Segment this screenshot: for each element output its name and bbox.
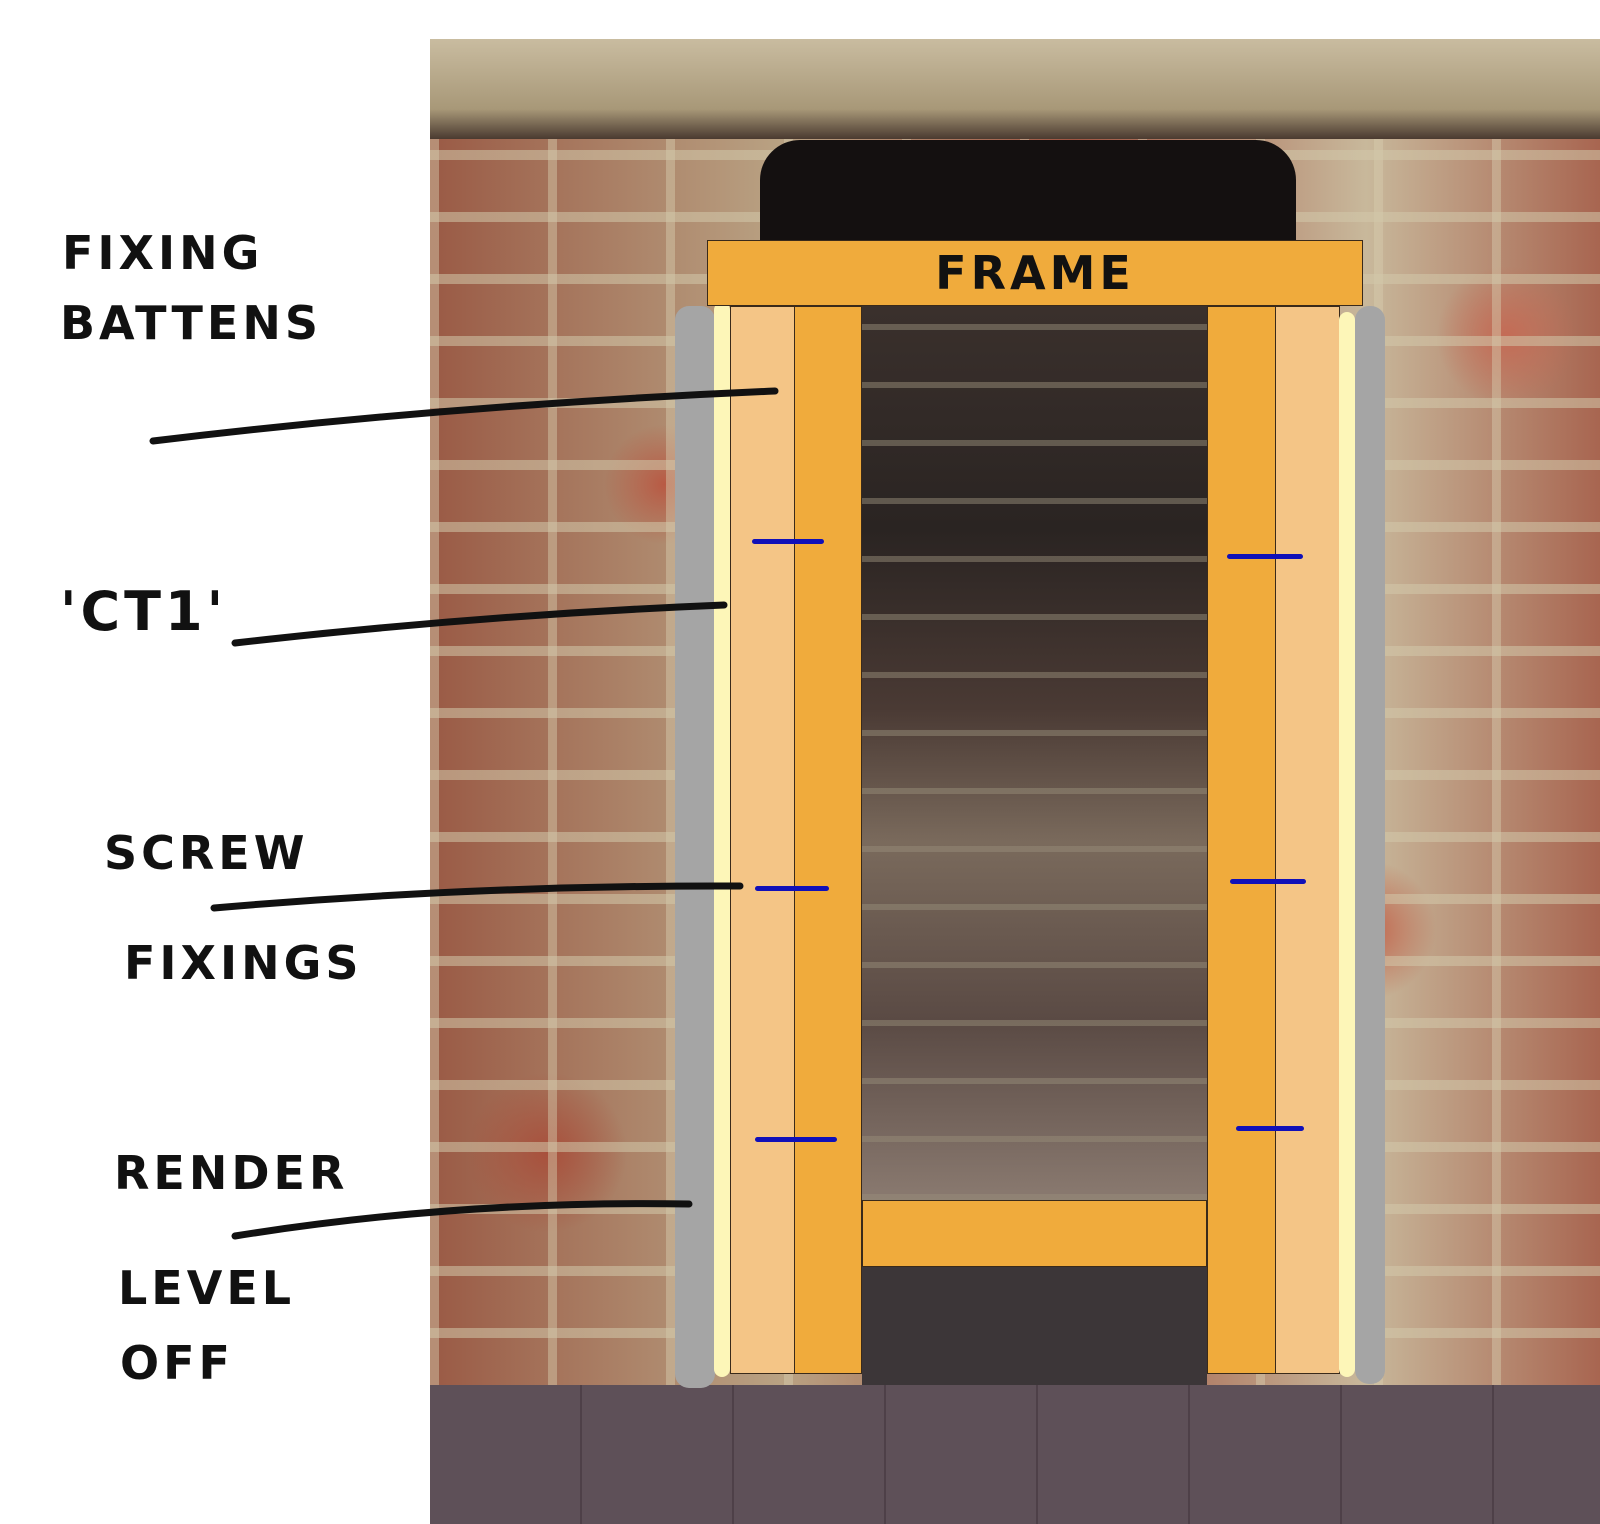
screw-fixing [1236, 1126, 1304, 1131]
screw-fixing [1227, 554, 1303, 559]
tiled-floor [430, 1385, 1600, 1524]
label-screw: SCREW [104, 826, 309, 880]
ct1-adhesive-right [1339, 312, 1355, 1377]
hearth [862, 1267, 1207, 1387]
screw-fixing [1230, 879, 1306, 884]
frame-label: FRAME [935, 246, 1135, 300]
label-fixings: FIXINGS [124, 936, 363, 990]
frame-head [707, 240, 1363, 306]
label-level: LEVEL [118, 1261, 296, 1315]
chimney-opening [760, 140, 1296, 250]
label-render: RENDER [114, 1146, 349, 1200]
leader-screw-fixings [210, 882, 744, 912]
label-ct1: 'CT1' [60, 580, 228, 643]
ct1-adhesive-left [714, 302, 730, 1377]
leader-ct1 [231, 601, 728, 647]
label-battens: BATTENS [60, 296, 322, 350]
frame-bottom-rail [862, 1200, 1207, 1267]
label-fixing: FIXING [62, 226, 264, 280]
render-right [1355, 306, 1385, 1384]
fixing-batten-right [1275, 306, 1340, 1374]
brick-arch [430, 39, 1600, 139]
render-left [675, 306, 715, 1388]
leader-fixing-battens [149, 387, 779, 445]
frame-post-left [794, 306, 862, 1374]
leader-render [231, 1200, 693, 1240]
sooty-fireback [862, 306, 1207, 1200]
screw-fixing [755, 886, 829, 891]
screw-fixing [755, 1137, 837, 1142]
label-off: OFF [120, 1336, 234, 1390]
screw-fixing [752, 539, 824, 544]
